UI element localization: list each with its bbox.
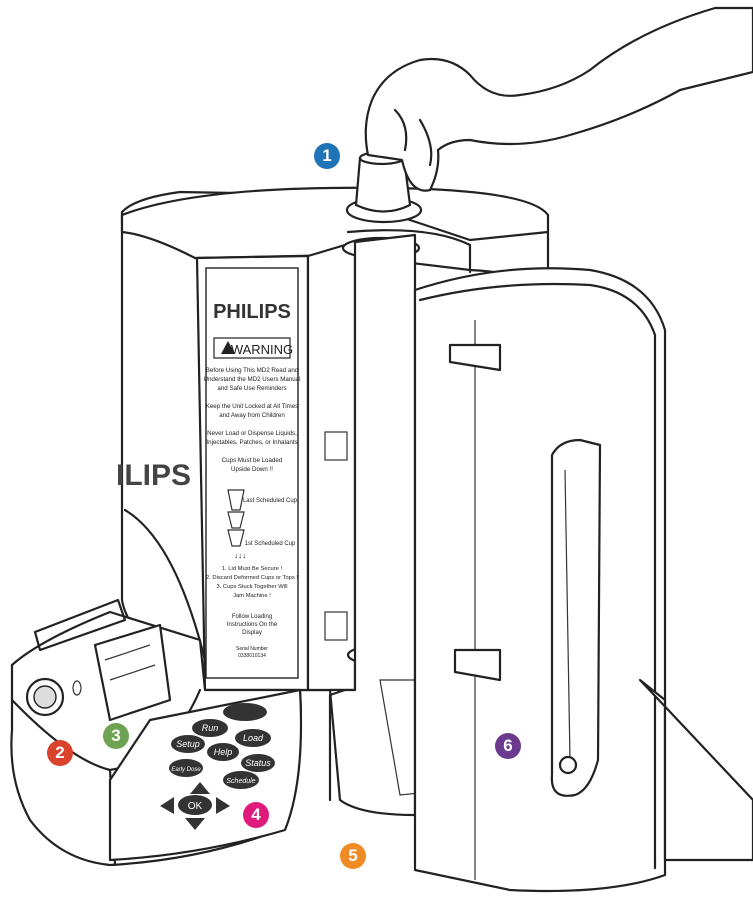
label-line: Upside Down !! [231, 466, 273, 473]
status-label: Status [245, 758, 271, 768]
label-line: Serial Number [236, 646, 268, 652]
display-button[interactable] [223, 703, 267, 721]
run-label: Run [202, 723, 219, 733]
callout-1-badge: 1 [314, 143, 340, 169]
fingerprint-sensor-icon [34, 686, 56, 708]
label-line: and Safe Use Reminders [217, 385, 286, 392]
label-line: Jam Machine ! [233, 593, 271, 599]
label-line: 2. Discard Deformed Cups or Tops ! [206, 575, 298, 581]
label-line: 1. Lid Must Be Secure ! [222, 566, 283, 572]
schedule-label: Schedule [226, 778, 255, 785]
label-line: Keep the Unit Locked at All Times [206, 403, 299, 410]
ok-label: OK [188, 801, 203, 812]
door-lock [560, 757, 576, 773]
label-line: and Away from Children [219, 412, 285, 419]
label-line: 0338010134 [238, 653, 266, 659]
label-line: Understand the MD2 Users Manual [204, 376, 301, 383]
label-line: Before Using This MD2 Read and [206, 367, 299, 374]
callout-6-badge: 6 [495, 733, 521, 759]
label-line: Display [242, 630, 262, 636]
label-line: Instructions On the [227, 622, 278, 628]
label-brand: PHILIPS [213, 301, 291, 323]
label-line: Follow Loading [232, 614, 272, 620]
callout-5-badge: 5 [340, 843, 366, 869]
early-dose-label: Early Dose [171, 767, 201, 773]
label-line: Cups Must be Loaded [222, 457, 283, 464]
label-line: 3. Cups Stuck Together Will [216, 584, 287, 590]
label-line: Injectables, Patches, or Inhalants [206, 439, 297, 446]
door-handle [552, 440, 600, 796]
callout-4-badge: 4 [243, 802, 269, 828]
down-arrows-icon: ↓↓↓ [234, 551, 246, 560]
callout-2-badge: 2 [47, 740, 73, 766]
callout-3-badge: 3 [103, 723, 129, 749]
cup-last-label: Last Scheduled Cup [243, 498, 298, 504]
help-label: Help [214, 747, 233, 757]
cup-first-label: 1st Scheduled Cup [245, 541, 296, 547]
side-brand-text: ILIPS [116, 459, 191, 492]
warning-heading: WARNING [231, 342, 293, 357]
setup-label: Setup [176, 739, 200, 749]
load-label: Load [243, 733, 264, 743]
center-column [308, 242, 355, 690]
label-line: Never Load or Dispense Liquids, [207, 430, 297, 437]
hand-illustration [366, 8, 753, 191]
